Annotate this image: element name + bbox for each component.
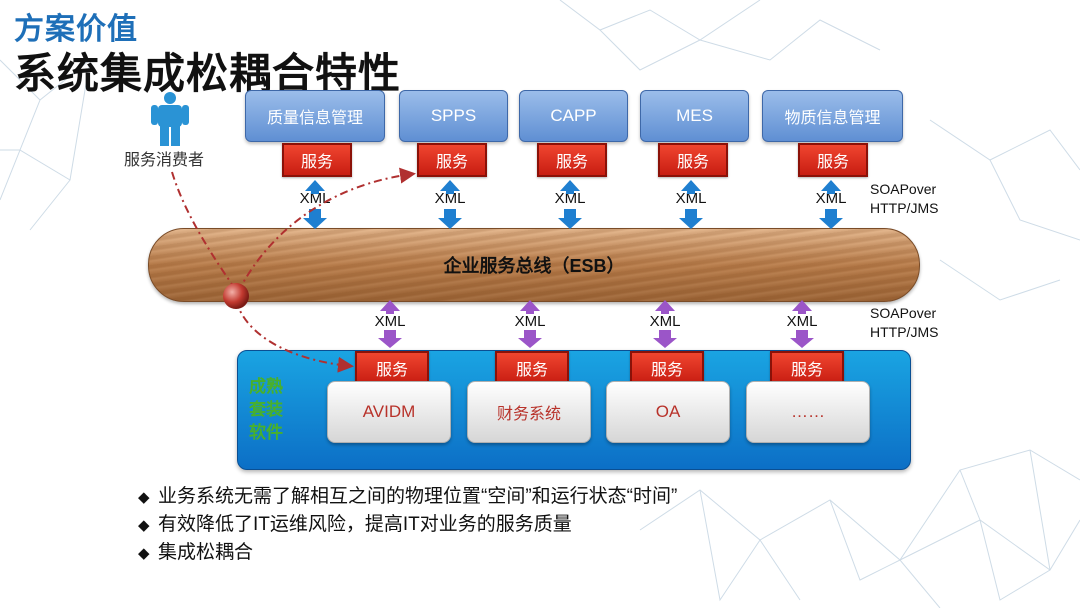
app-more: ……	[746, 381, 870, 443]
app-avidm: AVIDM	[327, 381, 451, 443]
xml-label: XML	[514, 313, 546, 330]
bottom-protocol-line2: HTTP/JMS	[870, 324, 939, 340]
xml-label: XML	[434, 190, 466, 207]
bottom-protocol-line1: SOAPover	[870, 305, 937, 321]
section-title: 方案价值	[14, 13, 138, 46]
xml-label: XML	[374, 313, 406, 330]
bullet-item: ◆ 有效降低了IT运维风险，提高IT对业务的服务质量	[138, 511, 677, 539]
service-badge: 服务	[355, 351, 429, 385]
page-title: 系统集成松耦合特性	[14, 50, 402, 97]
service-badge: 服务	[630, 351, 704, 385]
diamond-bullet-icon: ◆	[138, 489, 150, 506]
system-material-info: 物质信息管理	[762, 90, 903, 142]
xml-label: XML	[675, 190, 707, 207]
panel-label: 成熟套装软件	[249, 377, 283, 443]
system-capp: CAPP	[519, 90, 628, 142]
consumer-label: 服务消费者	[124, 150, 205, 169]
top-protocol-label: SOAPover HTTP/JMS	[870, 180, 938, 218]
service-badge: 服务	[537, 143, 607, 177]
bullet-item: ◆ 集成松耦合	[138, 539, 677, 567]
person-icon	[151, 92, 189, 146]
system-quality-info: 质量信息管理	[245, 90, 385, 142]
esb-label: 企业服务总线（ESB）	[443, 256, 625, 276]
service-badge: 服务	[770, 351, 844, 385]
bullet-text: 有效降低了IT运维风险，提高IT对业务的服务质量	[158, 514, 572, 535]
bullet-text: 业务系统无需了解相互之间的物理位置“空间”和运行状态“时间”	[158, 486, 678, 507]
system-mes: MES	[640, 90, 749, 142]
service-badge: 服务	[282, 143, 352, 177]
bullet-list: ◆ 业务系统无需了解相互之间的物理位置“空间”和运行状态“时间” ◆ 有效降低了IT…	[138, 483, 677, 567]
bullet-item: ◆ 业务系统无需了解相互之间的物理位置“空间”和运行状态“时间”	[138, 483, 677, 511]
xml-label: XML	[554, 190, 586, 207]
service-badge: 服务	[658, 143, 728, 177]
system-spps: SPPS	[399, 90, 508, 142]
app-oa: OA	[606, 381, 730, 443]
xml-label: XML	[299, 190, 331, 207]
top-protocol-line1: SOAPover	[870, 181, 937, 197]
esb-bus: 企业服务总线（ESB）	[148, 228, 920, 302]
xml-label: XML	[786, 313, 818, 330]
diamond-bullet-icon: ◆	[138, 545, 150, 562]
service-badge: 服务	[417, 143, 487, 177]
bullet-text: 集成松耦合	[158, 542, 254, 563]
service-badge: 服务	[495, 351, 569, 385]
service-badge: 服务	[798, 143, 868, 177]
top-protocol-line2: HTTP/JMS	[870, 200, 939, 216]
xml-label: XML	[815, 190, 847, 207]
app-finance: 财务系统	[467, 381, 591, 443]
bottom-protocol-label: SOAPover HTTP/JMS	[870, 304, 938, 342]
xml-label: XML	[649, 313, 681, 330]
diamond-bullet-icon: ◆	[138, 517, 150, 534]
